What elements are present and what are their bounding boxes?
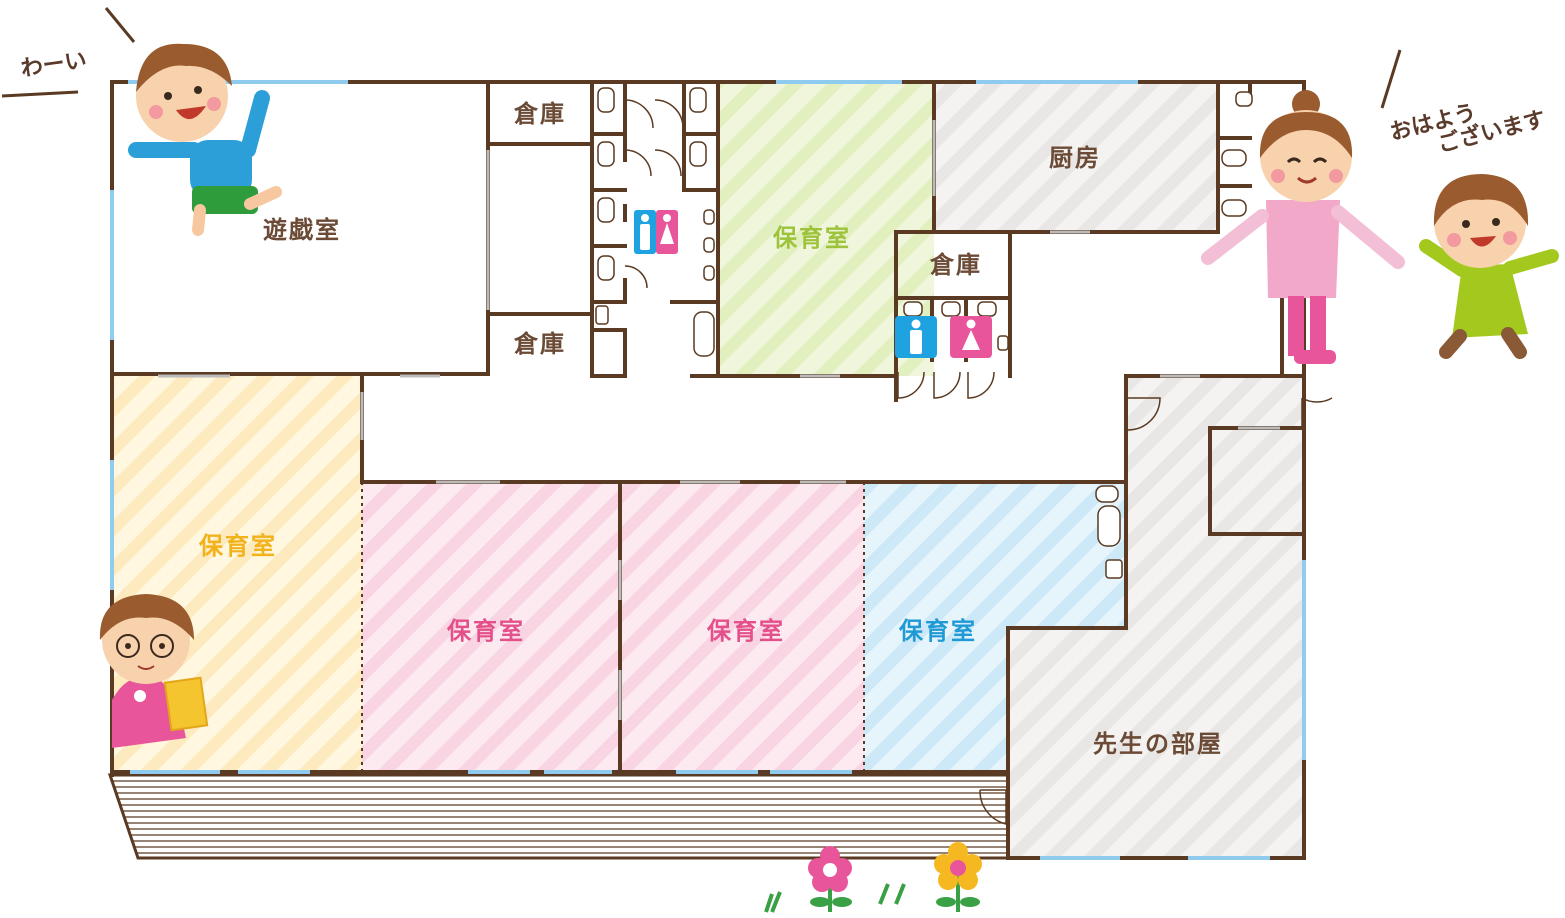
male-restroom-icon bbox=[895, 316, 937, 358]
reading-girl-character bbox=[99, 594, 209, 748]
room-label-nursery-blue: 保育室 bbox=[898, 617, 977, 645]
room-label-nursery-pink2: 保育室 bbox=[706, 617, 785, 645]
toilet-fixtures bbox=[595, 87, 1253, 579]
flower-icon bbox=[764, 842, 982, 913]
sliding-doors bbox=[158, 120, 1280, 720]
teacher-character bbox=[1201, 90, 1405, 364]
female-restroom-icon bbox=[950, 316, 992, 358]
room-label-nursery-pink1: 保育室 bbox=[446, 617, 525, 645]
kitchen-area bbox=[934, 84, 1218, 230]
room-label-storage-mid: 倉庫 bbox=[929, 251, 982, 279]
room-label-nursery-yellow: 保育室 bbox=[198, 532, 277, 560]
deck bbox=[107, 773, 1010, 860]
restroom-icon bbox=[634, 210, 678, 254]
room-label-nursery-green: 保育室 bbox=[772, 224, 851, 252]
teachers-room-area bbox=[1008, 376, 1304, 858]
room-label-kitchen: 厨房 bbox=[1049, 144, 1101, 172]
nursery-pink2-area bbox=[620, 482, 864, 772]
room-label-playroom: 遊戯室 bbox=[263, 216, 341, 244]
door-swings bbox=[624, 99, 1333, 825]
nursery-pink1-area bbox=[362, 482, 620, 772]
room-label-teachers-room: 先生の部屋 bbox=[1093, 730, 1223, 758]
boy-character bbox=[128, 43, 282, 236]
room-label-storage-top: 倉庫 bbox=[513, 100, 566, 128]
speech-waai: わーい bbox=[19, 48, 88, 82]
teacher-speech: おはよう ございます bbox=[1380, 49, 1548, 158]
green-girl-character bbox=[1419, 174, 1559, 359]
room-label-storage-bottom: 倉庫 bbox=[513, 330, 566, 358]
